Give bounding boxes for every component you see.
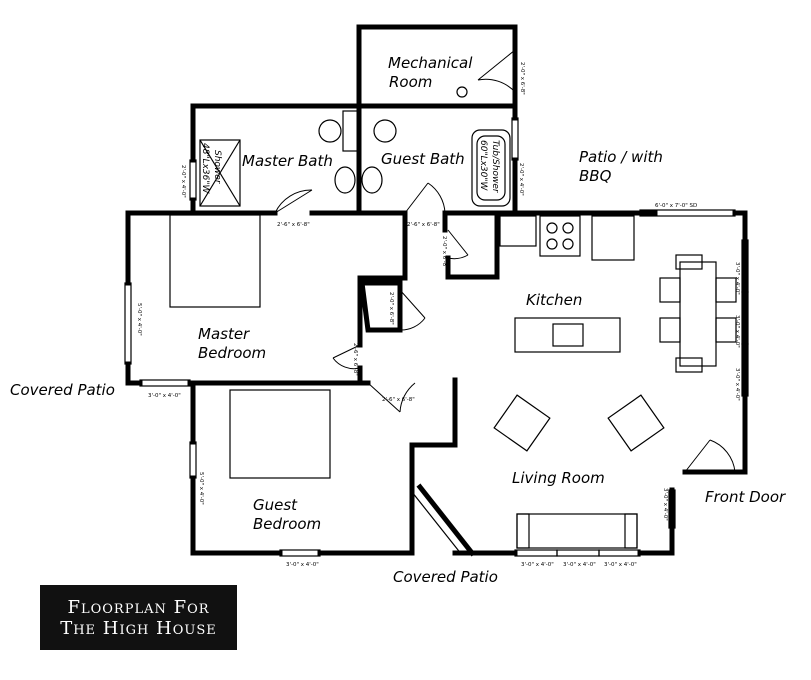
title-plate: Floorplan For The High House: [40, 585, 237, 650]
wall-diagonal-patio: [416, 483, 476, 557]
wall-right-exterior: [682, 210, 748, 475]
dim-closet-door: 2'-0" x 6'-8": [388, 292, 394, 325]
doors: [274, 49, 736, 473]
room-label-guest-bedroom: Guest Bedroom: [253, 496, 322, 533]
dim-bottom-window-3: 3'-0" x 4'-0": [604, 562, 637, 568]
wall-hall-jog: [409, 377, 458, 448]
room-label-kitchen: Kitchen: [526, 291, 583, 309]
window-bottom-1: [514, 549, 558, 557]
dim-guest-bed-window-bottom: 3'-0" x 4'-0": [286, 562, 319, 568]
window-master-bed: [124, 282, 132, 365]
door-mechanical: [477, 49, 516, 93]
window-sliding-door: [639, 209, 736, 217]
room-label-patio-bbq: Patio / with BBQ: [579, 148, 663, 185]
dining-table: [679, 261, 717, 367]
tub-label: 60"Lx30"W: [478, 140, 488, 192]
sink-master-bath: [318, 119, 342, 143]
sink-guest-bath: [373, 119, 397, 143]
wall-pantry: [445, 210, 500, 280]
refrigerator: [591, 215, 635, 261]
dim-living-window-right: 3'-0" x 4'-0": [662, 488, 668, 521]
fixture-labels: 48"Lx36"W Shower 60"Lx30"W Tub/Shower: [200, 140, 500, 195]
dim-sliding-door: 6'-0" x 7'-0" SD: [655, 203, 697, 209]
furniture: [169, 86, 737, 549]
room-label-front-door: Front Door: [705, 488, 786, 506]
water-heater: [456, 86, 468, 98]
tub: [471, 129, 511, 207]
door-closet: [399, 289, 426, 331]
room-label-master-bedroom: Master Bedroom: [198, 325, 267, 362]
stove: [539, 215, 581, 257]
window-guest-bed-side: [189, 441, 197, 479]
shower-label-2: Shower: [212, 150, 222, 185]
window-living-right: [668, 489, 676, 529]
dim-mech-door: 2'-0" x 6'-8": [519, 62, 525, 95]
tub-label-2: Tub/Shower: [490, 140, 500, 194]
window-guest-bed-bottom: [279, 549, 321, 557]
dim-guest-bed-window-side: 5'-0" x 4'-0": [198, 472, 204, 505]
dim-master-bath-door: 2'-6" x 6'-8": [277, 222, 310, 228]
wall-closet-left: [357, 210, 408, 348]
wall-master-bed-left-lower: [125, 361, 143, 386]
room-label-guest-bath: Guest Bath: [381, 150, 465, 168]
door-guest-bath: [404, 182, 446, 214]
dim-pantry-door: 2'-0" x 6'-8": [441, 236, 447, 269]
windows: [124, 117, 749, 557]
door-master-bath: [274, 189, 313, 214]
dim-dining-window-1: 3'-0" x 4'-0": [734, 262, 740, 295]
dim-tub-window: 2'-0" x 4'-0": [518, 163, 524, 196]
door-front: [684, 439, 736, 473]
wall-mechanical: [356, 24, 518, 121]
window-dining-3: [741, 343, 749, 397]
room-label-covered-patio-bottom: Covered Patio: [393, 568, 498, 586]
dim-bottom-window-2: 3'-0" x 4'-0": [563, 562, 596, 568]
dim-guest-door: 2'-6" x 6'-8": [382, 397, 415, 403]
dimension-labels: 2'-0" x 6'-8" 2'-0" x 4'-0" 2'-6" x 6'-8…: [136, 62, 740, 568]
dim-hall-door: 2'-6" x 6'-8": [352, 343, 358, 376]
dim-dining-window-3: 3'-0" x 4'-0": [734, 368, 740, 401]
toilet-master: [334, 166, 356, 194]
window-tub: [511, 117, 519, 161]
title-line-2: The High House: [60, 617, 217, 639]
title-line-1: Floorplan For: [67, 596, 210, 618]
dim-guest-bath-door: 2'-6" x 6'-8": [407, 222, 440, 228]
kitchen-island: [514, 317, 621, 353]
window-bottom-3: [598, 549, 641, 557]
room-label-covered-patio-left: Covered Patio: [10, 381, 115, 399]
sofa: [516, 513, 638, 549]
island-sink: [552, 323, 584, 347]
window-covered-patio: [139, 379, 191, 387]
door-master-bed: [332, 344, 361, 370]
walls: [125, 24, 748, 557]
dim-master-bed-window: 5'-0" x 4'-0": [136, 303, 142, 336]
door-pantry: [447, 229, 469, 260]
door-guest-bed: [367, 382, 416, 413]
room-label-master-bath: Master Bath: [242, 152, 333, 170]
dim-bottom-window-1: 3'-0" x 4'-0": [521, 562, 554, 568]
dim-covered-patio-window: 3'-0" x 4'-0": [148, 393, 181, 399]
shower: [199, 139, 241, 207]
armchair-left: [493, 394, 551, 452]
armchair-right: [607, 394, 665, 452]
shower-label: 48"Lx36"W: [200, 143, 210, 195]
window-bottom-2: [556, 549, 600, 557]
bed-master: [169, 214, 261, 308]
room-label-mechanical: Mechanical Room: [388, 54, 473, 91]
wall-diagonal-patio-inner: [411, 491, 463, 556]
toilet-guest: [361, 166, 383, 194]
dim-dining-window-2: 3'-0" x 4'-0": [734, 315, 740, 348]
bed-guest: [229, 389, 331, 479]
dim-master-bath-window: 2'-0" x 4'-0": [180, 165, 186, 198]
window-master-bath: [189, 159, 197, 201]
vanity-master-bath: [342, 110, 360, 152]
room-label-living-room: Living Room: [512, 469, 605, 487]
wall-guest-bed-left-lower: [190, 475, 283, 556]
kitchen-sink-counter: [499, 215, 537, 247]
